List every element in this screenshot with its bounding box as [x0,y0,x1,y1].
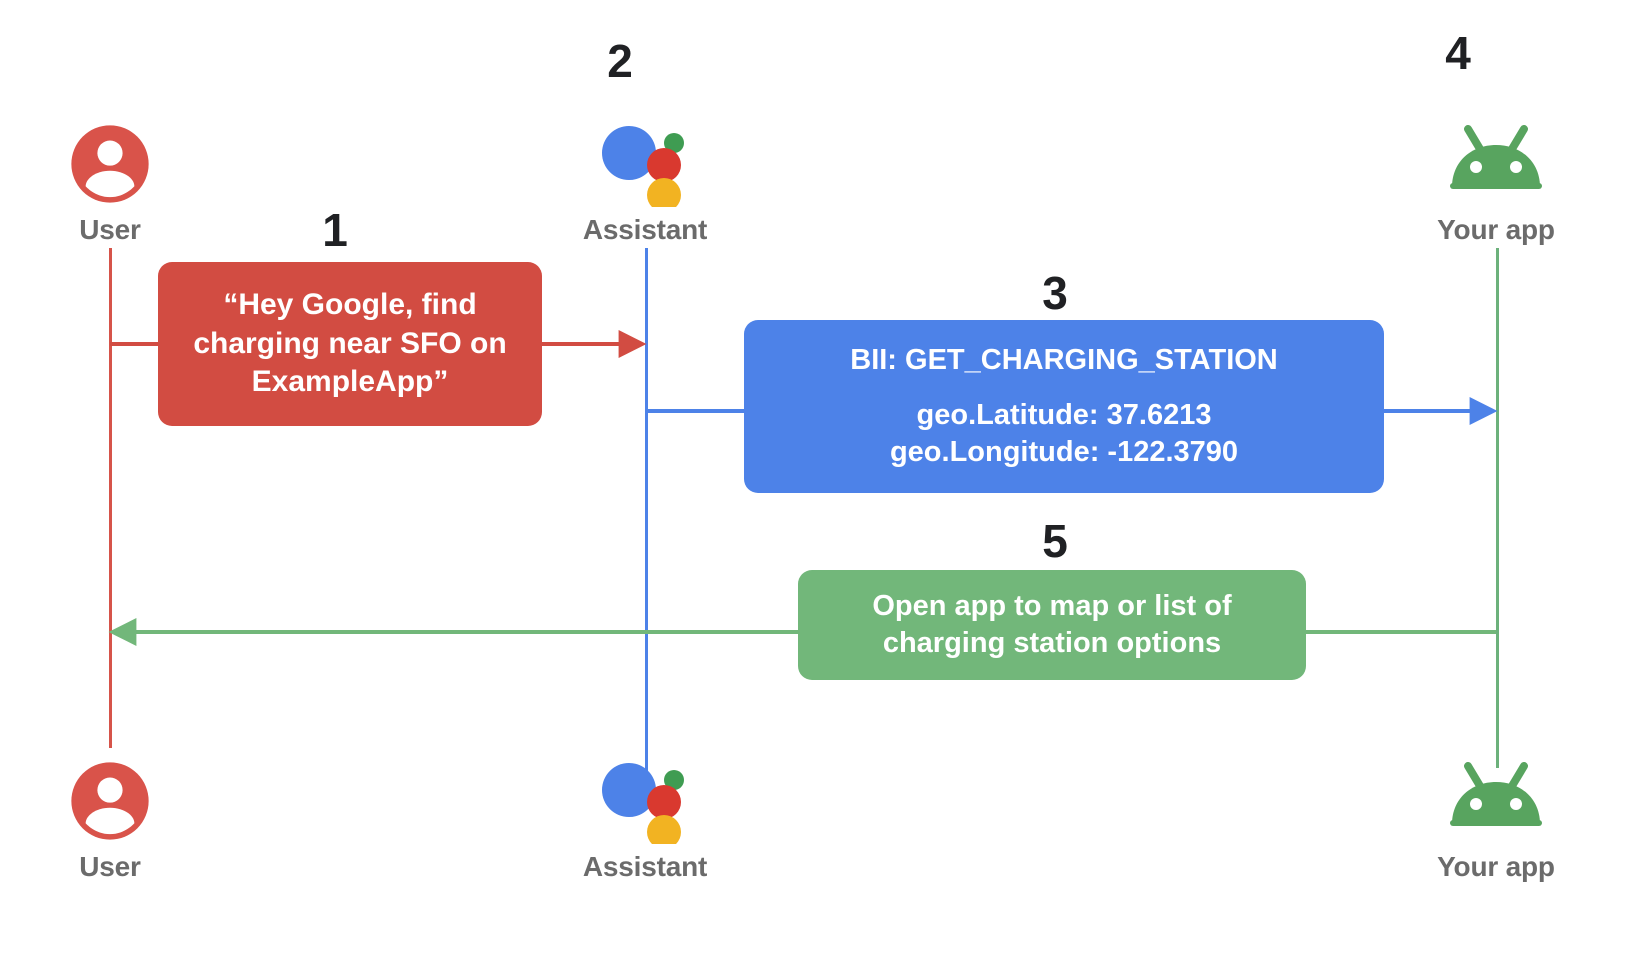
lifeline-your-app [1496,248,1499,768]
message-box-app-fulfillment: Open app to map or list of charging stat… [798,570,1306,680]
step-number-3: 3 [1042,267,1068,319]
actor-label-user-top: User [79,214,141,245]
message-box-bii-request: BII: GET_CHARGING_STATION geo.Latitude: … [744,320,1384,493]
actor-label-assistant-bottom: Assistant [582,851,708,882]
user-avatar-icon [0,118,220,210]
bii-name: BII: GET_CHARGING_STATION [850,343,1278,376]
actor-your-app-top: Your app [1386,118,1606,246]
actor-user-top: User [0,118,220,246]
android-robot-icon [1386,755,1606,847]
step-number-4: 4 [1445,27,1471,79]
user-avatar-icon [0,755,220,847]
actor-your-app-bottom: Your app [1386,755,1606,883]
actor-label-your-app-top: Your app [1437,214,1555,245]
actor-label-your-app-bottom: Your app [1437,851,1555,882]
android-robot-icon [1386,118,1606,210]
step-number-1: 1 [322,204,348,256]
actor-assistant-top: Assistant [535,118,755,246]
fulfillment-line-1: Open app to map or list of [872,589,1232,622]
utterance-line-1: “Hey Google, find [223,288,477,322]
google-assistant-icon [535,755,755,847]
utterance-line-2: charging near SFO on [193,326,507,360]
actor-label-user-bottom: User [79,851,141,882]
step-number-2: 2 [607,35,633,87]
lifeline-assistant [645,248,648,776]
lifeline-user [109,248,112,748]
actor-label-assistant-top: Assistant [582,214,708,245]
step-number-5: 5 [1042,515,1068,567]
bii-latitude: geo.Latitude: 37.6213 [916,398,1212,431]
actor-user-bottom: User [0,755,220,883]
google-assistant-icon [535,118,755,210]
bii-longitude: geo.Longitude: -122.3790 [889,436,1239,469]
message-box-user-utterance: “Hey Google, find charging near SFO on E… [158,262,542,426]
actor-assistant-bottom: Assistant [535,755,755,883]
utterance-line-3: ExampleApp” [251,365,449,399]
fulfillment-line-2: charging station options [882,627,1222,659]
